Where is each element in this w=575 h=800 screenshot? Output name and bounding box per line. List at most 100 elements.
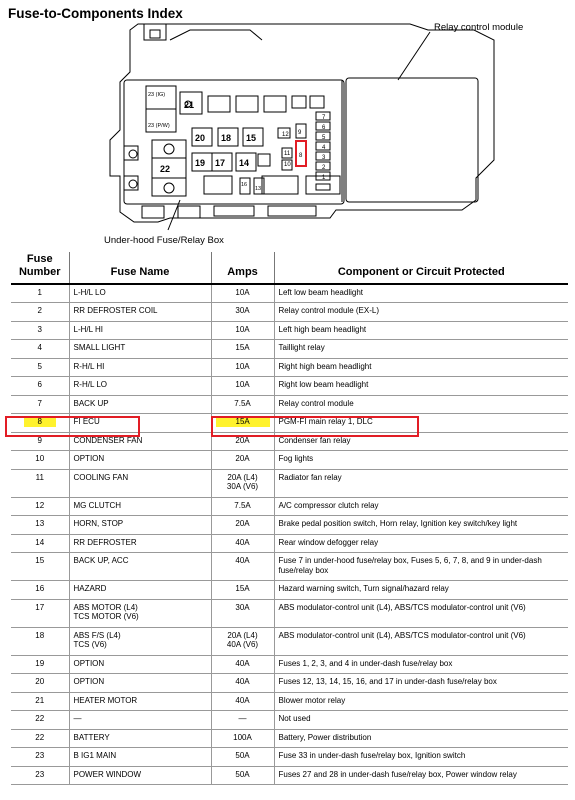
top-tab-left [143, 23, 167, 41]
component-cell: Fuses 27 and 28 in under-dash fuse/relay… [273, 765, 568, 785]
header-component: Component or Circuit Protected [273, 252, 568, 285]
fuse-number-cell: 10 [11, 450, 70, 470]
fuse-23ig-label: 23 (IG) [148, 92, 165, 98]
component-cell: Fuses 1, 2, 3, and 4 in under-dash fuse/… [273, 654, 568, 674]
amps-cell: 15A [210, 413, 275, 433]
amps-cell: 30A [210, 302, 275, 322]
fuse-11-label: 11 [284, 151, 291, 157]
fuse-name-cell: SMALL LIGHT [68, 339, 212, 359]
component-cell: Fuse 33 in under-dash fuse/relay box, Ig… [273, 747, 568, 767]
amps-cell: 20A [210, 450, 275, 470]
fuse-number-cell: 16 [11, 580, 70, 600]
fuse-number-cell: 23 [11, 747, 70, 767]
fuse-name-cell: FI ECU [68, 413, 212, 433]
amps-cell: 10A [210, 357, 275, 377]
fuse-name-cell: MG CLUTCH [68, 496, 212, 516]
fuse-number-cell: 23 [11, 765, 70, 785]
amps-cell: 50A [210, 765, 275, 785]
fuse-20 [191, 127, 213, 147]
fuse-name-cell: L-H/L HI [68, 320, 212, 340]
fuse-box-drawing: Relay control module Under-hood Fuse/Rel… [104, 22, 523, 246]
header-fuse-line1: Fuse [26, 253, 53, 265]
component-cell: Relay control module (EX-L) [273, 302, 568, 322]
fuse-panel [123, 79, 345, 205]
amps-cell: 50A [210, 747, 275, 767]
component-cell: Taillight relay [273, 339, 568, 359]
fuse-number-cell: 5 [11, 357, 70, 377]
component-cell: Hazard warning switch, Turn signal/hazar… [273, 580, 568, 600]
component-cell: Fuse 7 in under-hood fuse/relay box, Fus… [273, 552, 568, 581]
fuse-name-cell: BATTERY [68, 728, 212, 748]
amps-cell: 40A [210, 552, 275, 581]
component-cell: Relay control module [273, 394, 568, 414]
fuse-5-label: 5 [322, 135, 326, 141]
fuse-number-cell: 15 [11, 552, 70, 581]
fuse-7-label: 7 [322, 115, 326, 121]
fuse-2-label: 2 [322, 165, 326, 171]
fuse-15-label: 15 [246, 133, 256, 143]
amps-cell: 7.5A [210, 394, 275, 414]
amps-cell: 30A [210, 598, 275, 628]
fuse-15 [242, 127, 264, 147]
fuse-21 [179, 91, 203, 115]
fuse-name-cell: ABS F/S (L4)TCS (V6) [68, 626, 212, 656]
fuse-number-cell: 21 [11, 691, 70, 711]
amps-cell: 100A [210, 728, 275, 748]
fuse-table-header: Fuse Number Fuse Name Amps Component or … [11, 252, 568, 285]
amps-cell: 20A (L4)30A (V6) [210, 468, 275, 498]
fuse-name-cell: OPTION [68, 654, 212, 674]
amps-cell: 40A [210, 673, 275, 693]
fuse-number-cell: 3 [11, 320, 70, 340]
fuse-1-label: 1 [322, 175, 326, 181]
fuse-name-cell: OPTION [68, 673, 212, 693]
fuse-number-cell: 12 [11, 496, 70, 516]
fuse-name-cell: R-H/L LO [68, 376, 212, 396]
component-cell: Fog lights [273, 450, 568, 470]
fuse-10-label: 10 [284, 162, 291, 168]
fuse-19-label: 19 [195, 158, 205, 168]
fuse-name-cell: POWER WINDOW [68, 765, 212, 785]
fuse-6-label: 6 [322, 125, 326, 131]
fuse-number-cell: 4 [11, 339, 70, 359]
fuse-number-cell: 2 [11, 302, 70, 322]
fuse-13-label: 13 [255, 186, 261, 192]
component-cell: Fuses 12, 13, 14, 15, 16, and 17 in unde… [273, 673, 568, 693]
amps-cell: 20A [210, 515, 275, 535]
amps-cell: 10A [210, 376, 275, 396]
component-cell: ABS modulator-control unit (L4), ABS/TCS… [273, 598, 568, 628]
fuse-number-cell: 22 [11, 710, 70, 730]
fuse-number-cell: 17 [11, 598, 70, 628]
fuse-20-label: 20 [195, 133, 205, 143]
fuse-number-cell: 11 [11, 468, 70, 498]
fuse-3-label: 3 [322, 155, 326, 161]
header-fuse-number: Fuse Number [11, 252, 70, 285]
amps-cell: 40A [210, 533, 275, 553]
component-cell: A/C compressor clutch relay [273, 496, 568, 516]
relay-leader-line [397, 31, 431, 81]
fuse-12-label: 12 [282, 132, 289, 138]
fuse-number-cell: 6 [11, 376, 70, 396]
fuse-name-cell: HEATER MOTOR [68, 691, 212, 711]
fuse-name-cell: BACK UP, ACC [68, 552, 212, 581]
fuse-14 [235, 152, 257, 172]
fuse-number-cell: 8 [11, 413, 70, 433]
fuse-18-label: 18 [221, 133, 231, 143]
component-cell: Left low beam headlight [273, 283, 568, 303]
fuse-number-cell: 22 [11, 728, 70, 748]
